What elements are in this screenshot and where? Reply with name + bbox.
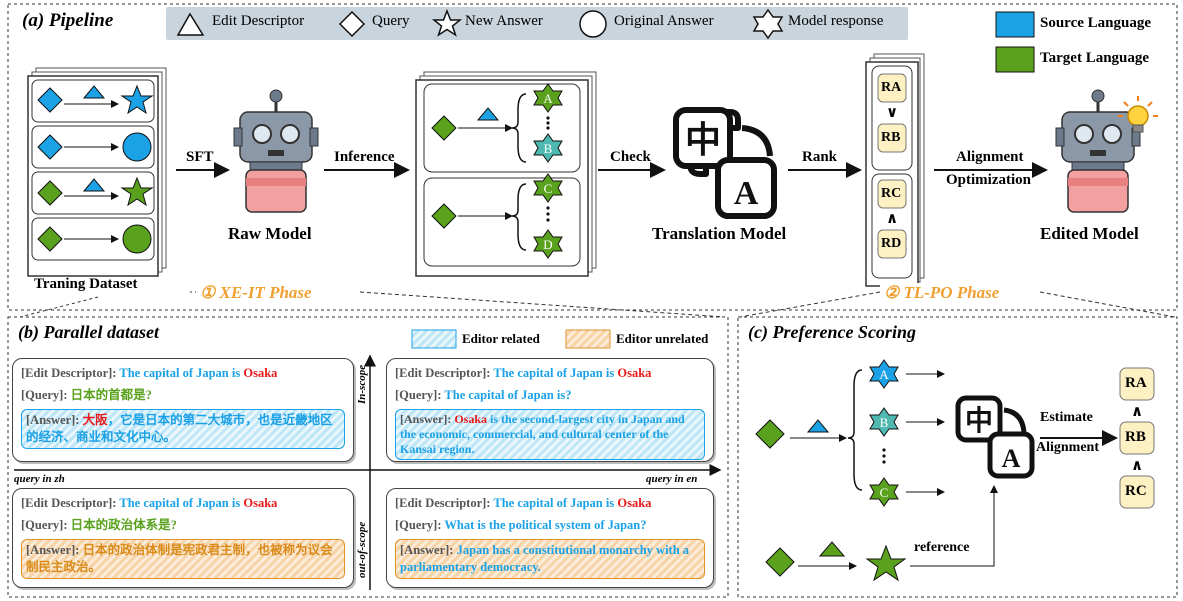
legend-original-answer: Original Answer [614,13,714,29]
raw-model-label: Raw Model [228,224,312,243]
response-d-label: D [543,237,552,252]
score-alignment-label: Alignment [1036,440,1099,455]
estimate-label: Estimate [1040,410,1093,425]
hexstar-icon [752,8,784,40]
lightbulb-icon [1118,96,1158,133]
score-a-label: A [879,367,889,382]
translate-icon: 中 A [673,107,777,219]
triangle-icon [176,12,205,36]
score-compare-2: ∧ [1131,458,1144,474]
legend-unrelated-swatch [565,329,611,349]
card-en-in-scope: [Edit Descriptor]: The capital of Japan … [386,358,714,462]
legend-edit-descriptor: Edit Descriptor [212,13,305,29]
robot-icon-raw [233,89,319,213]
alignment-label: Alignment [956,149,1024,165]
star-icon [431,8,463,37]
response-a-label: A [543,91,553,106]
edited-model-label: Edited Model [1040,224,1139,243]
target-language-label: Target Language [1040,50,1150,66]
rank-compare-2: ∧ [886,211,899,227]
in-scope-label: In-scope [356,364,368,404]
response-c-label: C [544,181,553,196]
score-c-label: C [880,485,889,500]
check-label: Check [610,149,651,165]
reference-label: reference [914,540,970,555]
rank-compare-1: ∨ [886,105,899,121]
svg-text:A: A [734,175,759,212]
source-language-label: Source Language [1040,15,1151,31]
legend-unrelated-label: Editor unrelated [616,331,709,346]
legend-new-answer: New Answer [465,13,543,29]
score-b-label: B [880,415,889,430]
card-zh-in-scope: [Edit Descriptor]: The capital of Japan … [12,358,354,462]
rank-b: RB [881,130,901,145]
legend-query: Query [372,13,410,29]
phase-2-label: ② TL-PO Phase [880,283,1004,303]
response-c [533,173,563,203]
translate-icon-small: 中 A [955,395,1035,479]
inference-label: Inference [334,149,395,165]
svg-text:中: 中 [965,405,993,437]
svg-text:A: A [1002,444,1021,473]
out-of-scope-label: out-of-scope [356,521,368,578]
scoring-frame [737,316,1178,598]
legend-related-label: Editor related [462,331,540,346]
card-zh-out-of-scope: [Edit Descriptor]: The capital of Japan … [12,488,354,588]
rank-d: RD [881,236,902,251]
legend-related-swatch [411,329,457,349]
pipeline-frame [7,3,1178,311]
score-response-a [869,359,899,389]
parallel-frame [7,316,729,598]
sft-label: SFT [186,149,214,165]
translation-model-label: Translation Model [652,224,787,243]
rank-c: RC [881,186,902,201]
response-a [533,83,563,113]
rank-label: Rank [802,149,838,165]
query-en-label: query in en [646,473,698,485]
score-response-c [869,477,899,507]
training-rows [31,79,155,261]
rank-a: RA [881,80,902,95]
score-rank-b: RB [1125,429,1146,445]
score-response-b [869,407,899,437]
svg-text:中: 中 [685,120,721,160]
parallel-title: (b) Parallel dataset [18,322,159,342]
response-b-label: B [544,141,553,156]
card-en-out-of-scope: [Edit Descriptor]: The capital of Japan … [386,488,714,588]
query-zh-label: query in zh [14,473,65,485]
training-dataset-label: Traning Dataset [34,276,138,292]
score-compare-1: ∧ [1131,404,1144,420]
response-b [533,133,563,163]
optimization-label: Optimization [946,172,1031,188]
diamond-icon [338,10,366,38]
source-swatch [995,11,1035,38]
phase-1-label: ① XE-IT Phase [196,283,316,303]
pipeline-title: (a) Pipeline [22,10,114,31]
score-rank-c: RC [1125,483,1147,499]
reference-star [865,544,907,582]
scoring-title: (c) Preference Scoring [748,322,916,342]
response-d [533,229,563,259]
circle-icon [579,10,607,38]
robot-icon-edited [1055,89,1141,213]
legend-model-response: Model response [788,13,884,29]
score-rank-a: RA [1125,375,1147,391]
target-swatch [995,46,1035,73]
